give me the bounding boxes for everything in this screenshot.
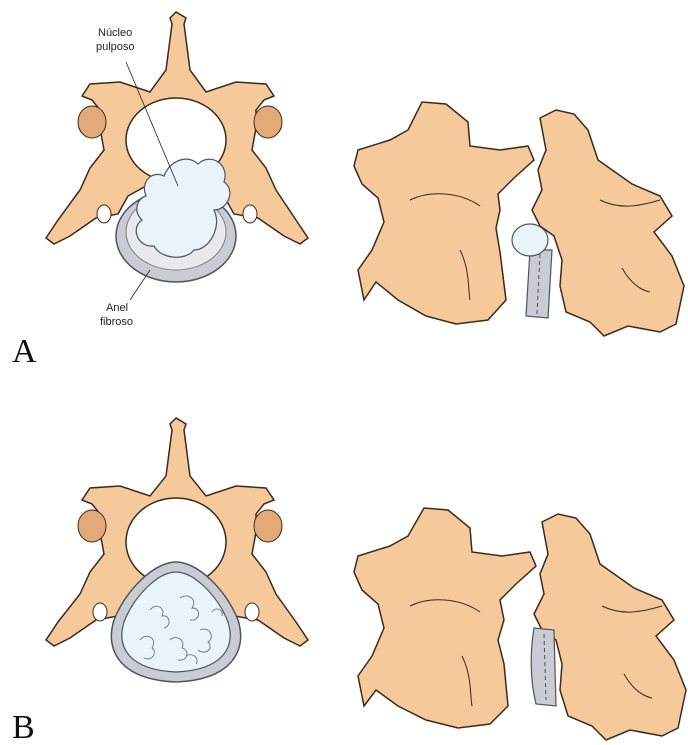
label-annulus-line2: fibroso — [100, 316, 133, 328]
transverse-foramen-right-b — [245, 603, 259, 621]
vertebrae-side-view-b — [354, 508, 686, 740]
label-nucleus-line1: Núcleo — [98, 27, 132, 39]
panel-a: Núcleo pulposo Anel fibroso A — [12, 12, 684, 370]
vertebra-top-view-b — [46, 418, 308, 682]
label-nucleus-line2: pulposo — [96, 41, 135, 53]
vertebra-top-view-a — [46, 12, 308, 300]
vertebra-left-side-a — [354, 102, 534, 324]
facet-left-a — [78, 106, 106, 138]
transverse-foramen-left-a — [97, 205, 111, 223]
vertebra-right-side-a — [532, 110, 684, 336]
nucleus-herniated-side — [512, 224, 548, 256]
label-annulus-line1: Anel — [106, 302, 128, 314]
transverse-foramen-left-b — [93, 603, 107, 621]
transverse-foramen-right-a — [243, 205, 257, 223]
facet-right-a — [254, 106, 282, 138]
panel-letter-a: A — [12, 333, 37, 370]
panel-letter-b: B — [12, 709, 35, 745]
panel-b: B — [12, 418, 686, 745]
facet-left-b — [78, 510, 106, 542]
disc-side-b — [531, 628, 556, 706]
facet-right-b — [254, 510, 282, 542]
annulus-leader-line — [130, 270, 150, 300]
vertebrae-side-view-a — [354, 102, 684, 336]
vertebra-left-side-b — [354, 508, 536, 728]
vertebra-right-side-b — [534, 514, 686, 740]
